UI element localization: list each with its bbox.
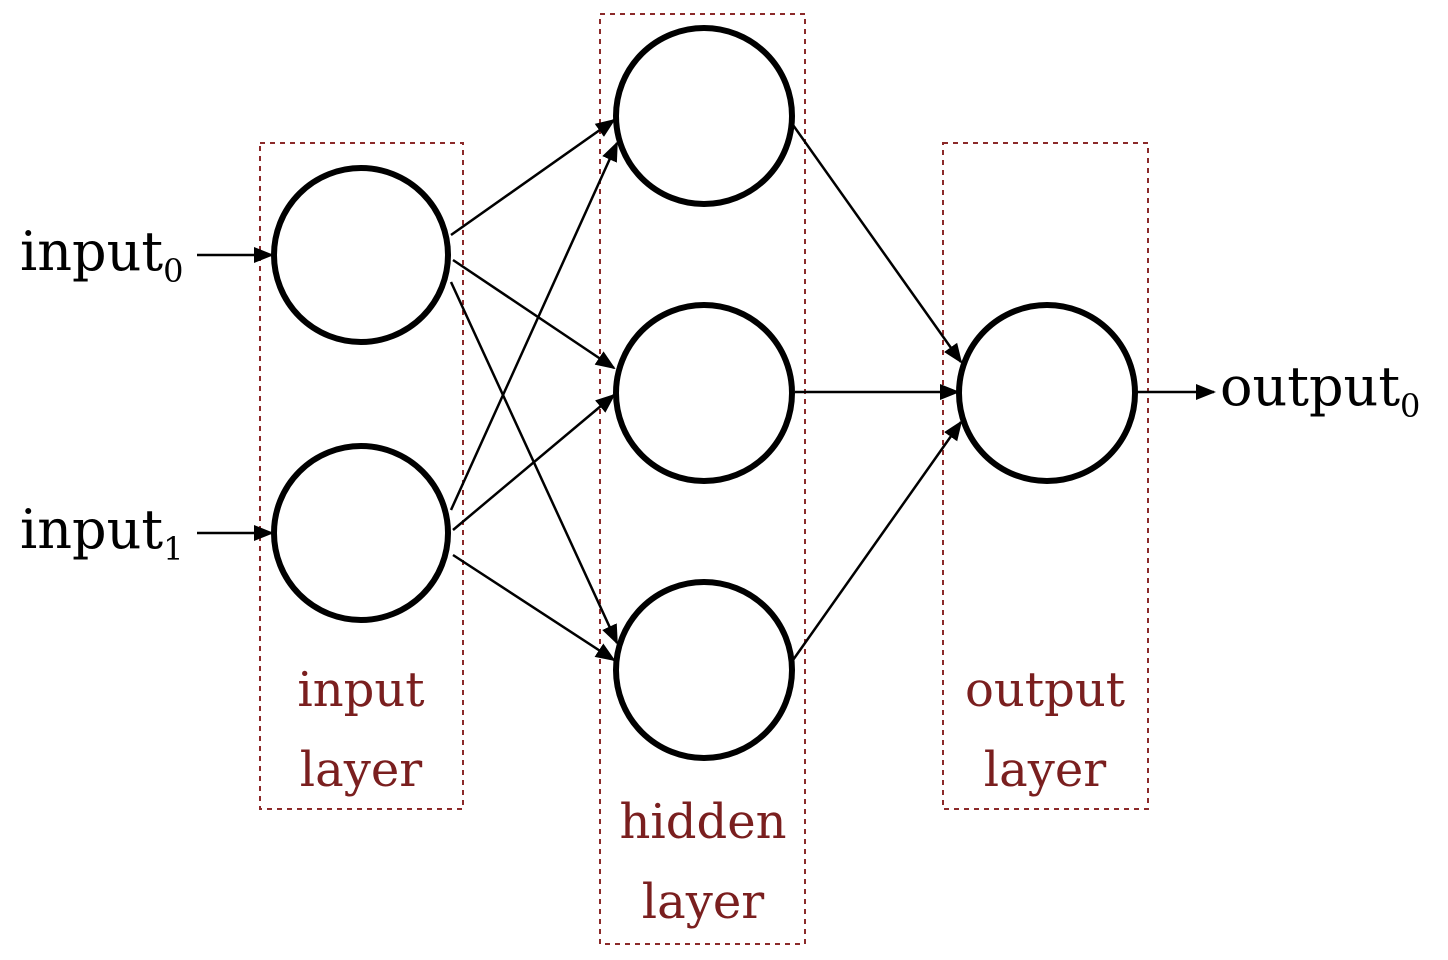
- edges-input-to-hidden: [449, 118, 619, 662]
- edge-i0-h1: [452, 258, 616, 370]
- input-layer-box: [259, 142, 464, 810]
- input0-label: input0: [20, 220, 183, 290]
- output-node-0: [956, 302, 1138, 484]
- input-layer-label-line1: input: [297, 662, 424, 718]
- edge-i1-h1: [452, 393, 616, 531]
- hidden-node-1: [613, 302, 795, 484]
- hidden-layer-label-line1: hidden: [619, 794, 786, 850]
- input-node-0: [271, 165, 451, 345]
- edge-i1-h0: [449, 141, 619, 511]
- output-layer-label-line1: output: [965, 662, 1125, 718]
- output-layer-box: [942, 142, 1149, 810]
- output0-label: output0: [1220, 355, 1420, 425]
- hidden-layer-label-line2: layer: [642, 874, 764, 930]
- output-layer-label-line2: layer: [984, 742, 1106, 798]
- edge-i0-h0: [450, 118, 616, 237]
- hidden-layer-box: [599, 13, 806, 945]
- edges-hidden-to-output: [791, 124, 963, 661]
- input-node-1: [271, 443, 451, 623]
- hidden-node-0: [613, 25, 795, 207]
- input-layer-label-line2: layer: [300, 742, 422, 798]
- edge-h2-o0: [791, 420, 963, 661]
- edge-i1-h2: [452, 553, 616, 662]
- edge-h0-o0: [791, 124, 963, 364]
- hidden-node-2: [613, 579, 795, 761]
- input1-label: input1: [20, 498, 183, 568]
